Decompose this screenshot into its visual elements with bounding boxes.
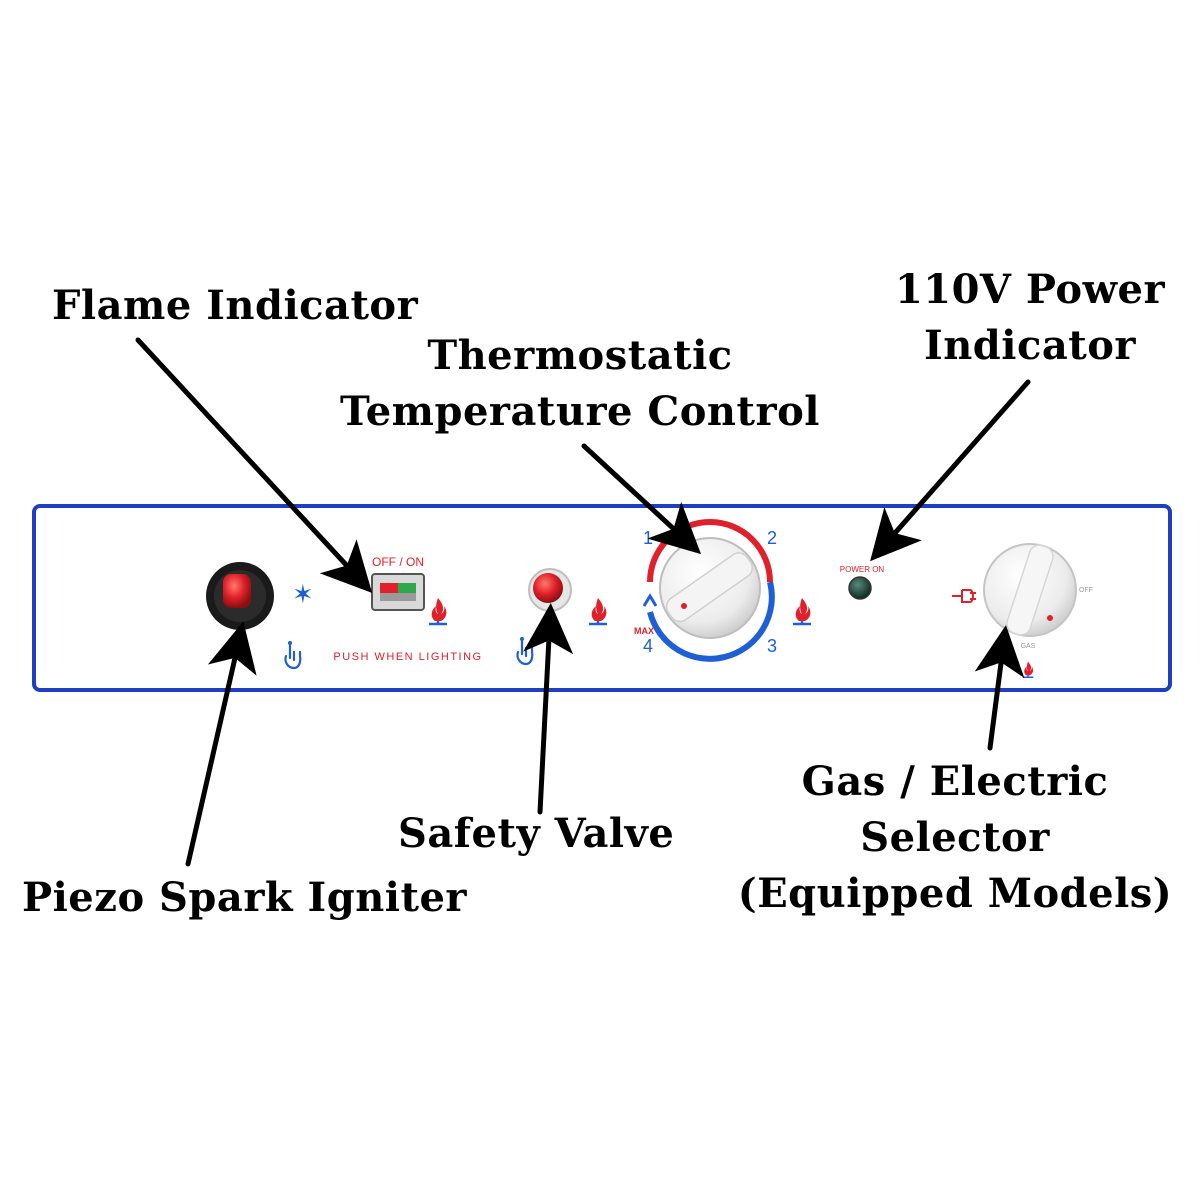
label-selector-line3: (Equipped Models): [737, 870, 1173, 917]
piezo-igniter-button[interactable]: [206, 562, 274, 630]
label-power-line2: Indicator: [924, 322, 1136, 369]
arrow-power-indicator: [870, 379, 1031, 562]
safety-valve-button[interactable]: [528, 568, 572, 612]
plug-icon: [952, 589, 976, 603]
arrow-piezo-igniter: [185, 621, 257, 867]
selector-gas-label: GAS: [1021, 643, 1036, 650]
label-thermostatic-line2: Temperature Control: [340, 388, 820, 435]
power-on-label: POWER ON: [840, 565, 885, 574]
gas-electric-selector-knob[interactable]: [983, 543, 1077, 638]
arrow-flame-indicator: [135, 337, 373, 594]
spark-star-icon: ✶: [292, 580, 314, 610]
label-selector-line1: Gas / Electric: [801, 758, 1109, 805]
dial-number-1: 1: [643, 528, 653, 548]
power-indicator-light: [848, 576, 872, 600]
label-safety-valve: Safety Valve: [398, 810, 675, 857]
arrow-gas-electric-selector: [974, 625, 1025, 751]
flame-indicator-window: [371, 573, 425, 611]
thermostat-dial[interactable]: [642, 519, 775, 662]
label-gas-electric-selector: Gas / Electric Selector (Equipped Models…: [720, 754, 1190, 922]
label-piezo-igniter: Piezo Spark Igniter: [22, 874, 467, 921]
dial-number-2: 2: [767, 528, 777, 548]
label-power-line1: 110V Power: [894, 266, 1166, 313]
label-selector-line2: Selector: [860, 814, 1050, 861]
label-flame-indicator: Flame Indicator: [52, 282, 419, 329]
push-when-lighting-label: PUSH WHEN LIGHTING: [333, 651, 482, 663]
arrow-safety-valve: [523, 603, 574, 815]
off-on-label: OFF / ON: [372, 555, 424, 569]
label-thermostatic-control: Thermostatic Temperature Control: [320, 328, 840, 440]
selector-off-label: OFF: [1079, 587, 1093, 594]
dial-number-3: 3: [767, 636, 777, 656]
dial-number-4: 4: [643, 636, 653, 656]
label-thermostatic-line1: Thermostatic: [427, 332, 733, 379]
arrow-thermostat: [581, 443, 702, 555]
max-label: MAX: [634, 626, 654, 636]
label-power-indicator: 110V Power Indicator: [880, 262, 1180, 374]
